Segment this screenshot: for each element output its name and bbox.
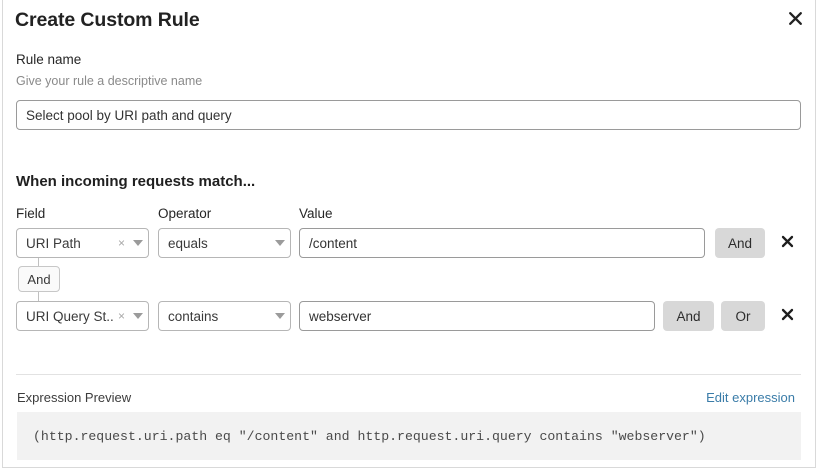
condition-field-value-1: URI Path [26,235,81,251]
condition-operator-select-2[interactable]: contains [158,301,291,331]
add-or-condition-button-2[interactable]: Or [721,301,765,331]
edit-expression-link[interactable]: Edit expression [706,390,795,405]
page-title: Create Custom Rule [15,9,200,31]
create-custom-rule-modal: Create Custom Rule Rule name Give your r… [2,0,816,468]
close-icon [781,235,794,251]
chevron-down-icon[interactable] [128,313,148,319]
add-and-condition-button-2[interactable]: And [663,301,714,331]
clear-icon[interactable]: × [117,309,125,323]
conditions-heading: When incoming requests match... [16,173,256,190]
close-icon [781,308,794,324]
column-header-field: Field [16,206,46,221]
condition-field-value-2: URI Query St... [26,308,115,324]
expression-preview-code: (http.request.uri.path eq "/content" and… [17,412,801,460]
delete-condition-button-2[interactable] [777,306,797,326]
condition-operator-value-2: contains [168,308,219,324]
condition-value-input-2[interactable] [299,301,655,331]
chevron-down-icon[interactable] [270,313,290,319]
condition-operator-value-1: equals [168,235,208,251]
close-icon [788,11,803,26]
condition-field-select-2[interactable]: URI Query St... × [16,301,149,331]
connector-line-bottom [38,292,39,301]
condition-operator-select-1[interactable]: equals [158,228,291,258]
chevron-down-icon[interactable] [270,240,290,246]
divider [16,374,801,375]
group-logic-connector[interactable]: And [18,266,60,292]
column-header-value: Value [299,206,333,221]
rule-name-input[interactable] [16,100,801,130]
delete-condition-button-1[interactable] [777,233,797,253]
rule-name-help-text: Give your rule a descriptive name [16,74,203,88]
connector-line-top [38,258,39,267]
condition-value-input-1[interactable] [299,228,705,258]
column-header-operator: Operator [158,206,212,221]
clear-icon[interactable]: × [117,236,125,250]
rule-name-label: Rule name [16,52,82,67]
close-button[interactable] [784,7,806,29]
condition-field-select-1[interactable]: URI Path × [16,228,149,258]
add-and-condition-button-1[interactable]: And [715,228,765,258]
expression-preview-label: Expression Preview [17,390,132,405]
chevron-down-icon[interactable] [128,240,148,246]
